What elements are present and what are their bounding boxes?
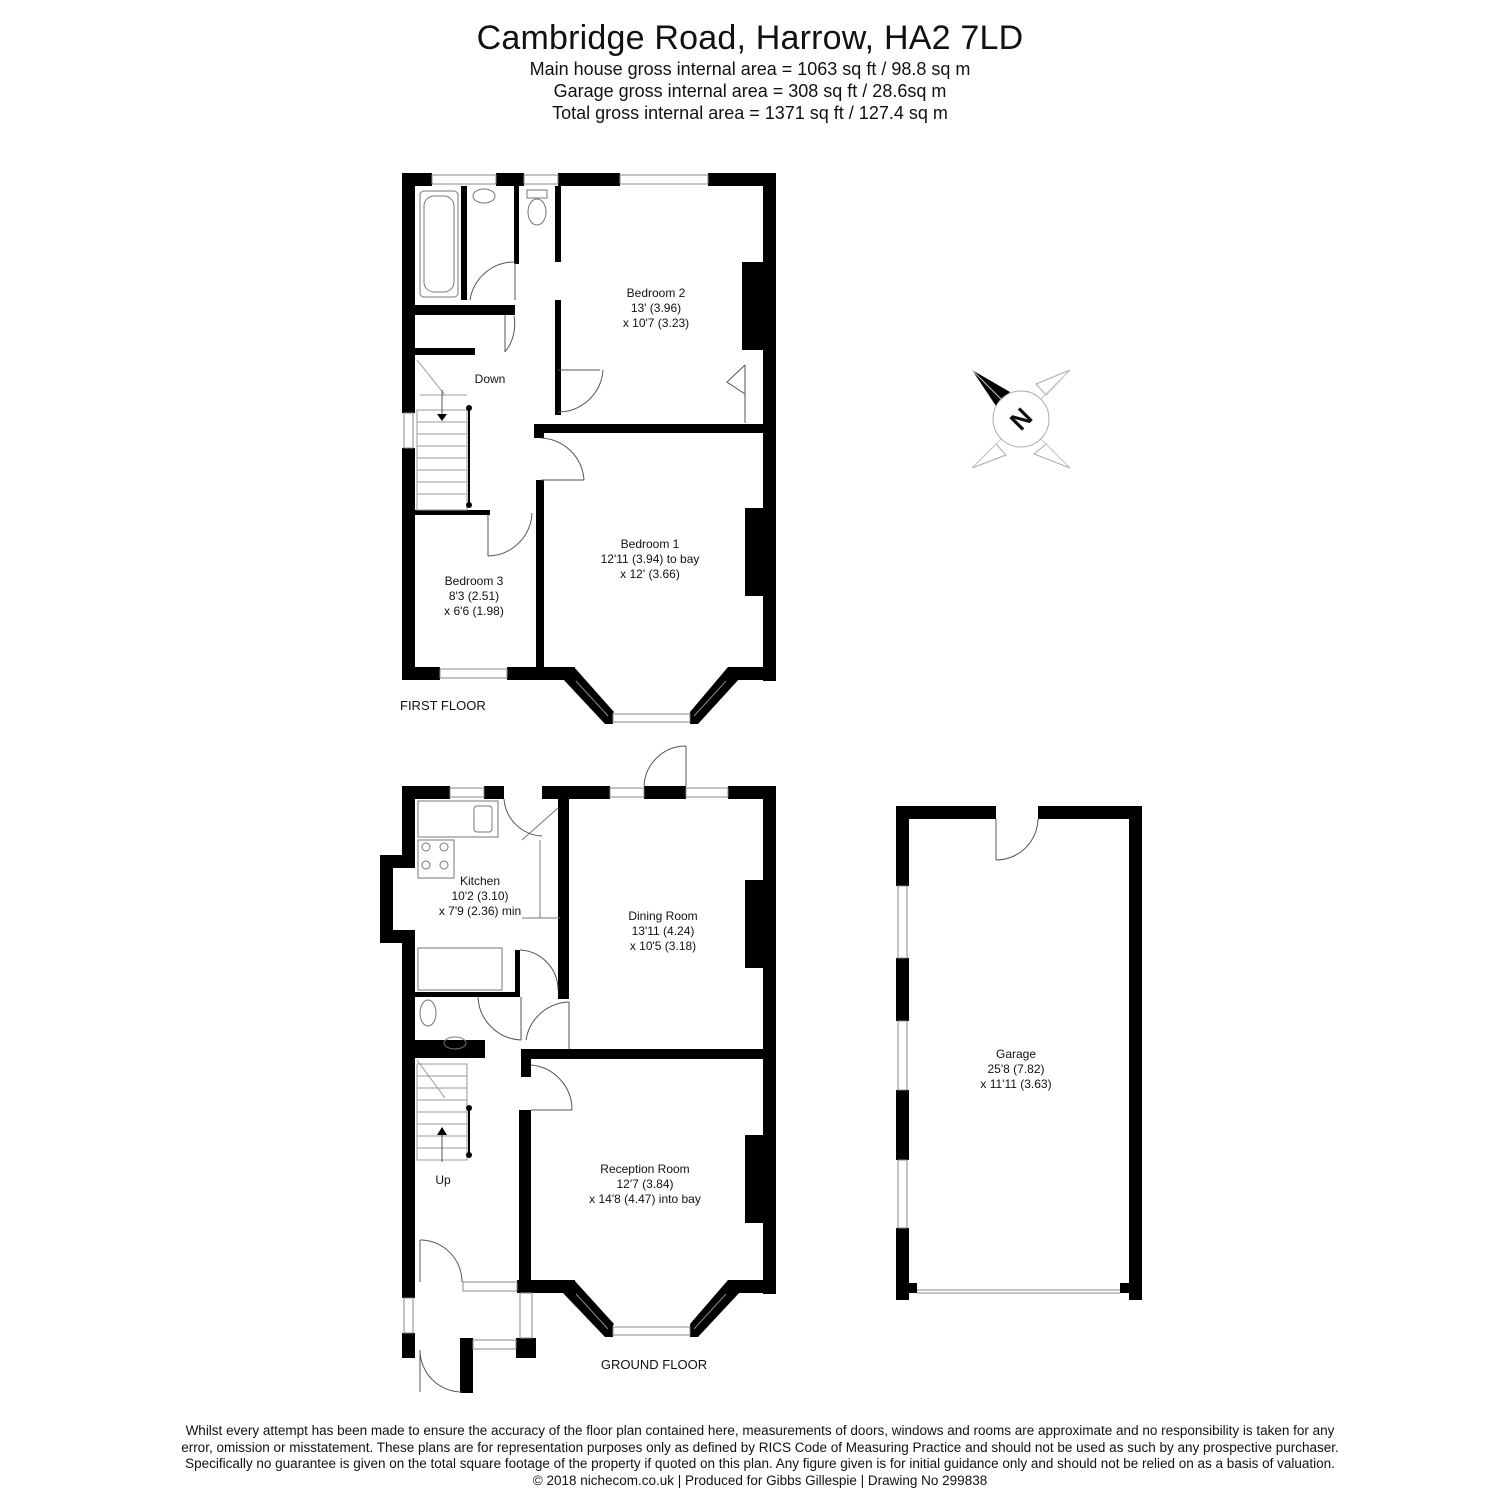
room-dim-bedroom-2: 13' (3.96) <box>631 301 681 315</box>
room-dim-dining-room: 13'11 (4.24) <box>632 924 695 938</box>
first-floor-stairs-label: Down <box>475 372 506 386</box>
room-dim2-bedroom-3: x 6'6 (1.98) <box>444 604 504 618</box>
garage-area: Garage gross internal area = 308 sq ft /… <box>553 81 947 101</box>
main-house-area: Main house gross internal area = 1063 sq… <box>529 59 971 79</box>
total-area: Total gross internal area = 1371 sq ft /… <box>552 103 948 123</box>
room-name-bedroom-1: Bedroom 1 <box>621 537 680 551</box>
room-name-kitchen: Kitchen <box>460 874 500 888</box>
disclaimer: Whilst every attempt has been made to en… <box>90 1423 1430 1489</box>
room-dim2-garage: x 11'11 (3.63) <box>980 1077 1051 1091</box>
room-dim-garage: 25'8 (7.82) <box>988 1062 1045 1076</box>
first-floor-label: FIRST FLOOR <box>400 698 486 713</box>
room-name-dining-room: Dining Room <box>628 909 697 923</box>
copyright-line: © 2018 nichecom.co.uk | Produced for Gib… <box>532 1472 988 1488</box>
compass-rose-icon: N <box>971 369 1071 469</box>
room-dim2-dining-room: x 10'5 (3.18) <box>630 939 696 953</box>
header: Cambridge Road, Harrow, HA2 7LD Main hou… <box>0 18 1500 124</box>
room-dim-kitchen: 10'2 (3.10) <box>452 889 509 903</box>
garage-plan: Garage 25'8 (7.82) x 11'11 (3.63) <box>896 806 1142 1300</box>
disclaimer-line: Specifically no guarantee is given on th… <box>185 1456 1335 1471</box>
page-title: Cambridge Road, Harrow, HA2 7LD <box>476 19 1024 57</box>
stairs-up-arrow-icon <box>437 1127 447 1135</box>
disclaimer-line: Whilst every attempt has been made to en… <box>185 1423 1335 1438</box>
room-dim-bedroom-1: 12'11 (3.94) to bay <box>601 552 700 566</box>
room-name-garage: Garage <box>996 1047 1036 1061</box>
room-dim2-kitchen: x 7'9 (2.36) min <box>439 904 521 918</box>
room-name-bedroom-2: Bedroom 2 <box>627 286 686 300</box>
room-dim2-bedroom-2: x 10'7 (3.23) <box>623 316 689 330</box>
room-dim2-reception-room: x 14'8 (4.47) into bay <box>589 1192 701 1206</box>
stairs-down-arrow-icon <box>437 414 447 421</box>
ground-floor-label: GROUND FLOOR <box>601 1357 707 1372</box>
first-floor-plan: Down Bedroom 2 13' (3.96) x 10'7 (3.23) … <box>400 173 776 724</box>
disclaimer-line: error, omission or misstatement. These p… <box>181 1439 1339 1455</box>
room-dim-bedroom-3: 8'3 (2.51) <box>449 589 499 603</box>
room-name-bedroom-3: Bedroom 3 <box>445 574 504 588</box>
room-name-reception-room: Reception Room <box>600 1162 689 1176</box>
ground-floor-stairs-label: Up <box>435 1173 451 1187</box>
ground-floor-plan: Up Kitchen 10'2 (3.10) x 7'9 (2.36) min … <box>380 745 776 1393</box>
room-dim2-bedroom-1: x 12' (3.66) <box>620 567 680 581</box>
room-dim-reception-room: 12'7 (3.84) <box>617 1177 674 1191</box>
